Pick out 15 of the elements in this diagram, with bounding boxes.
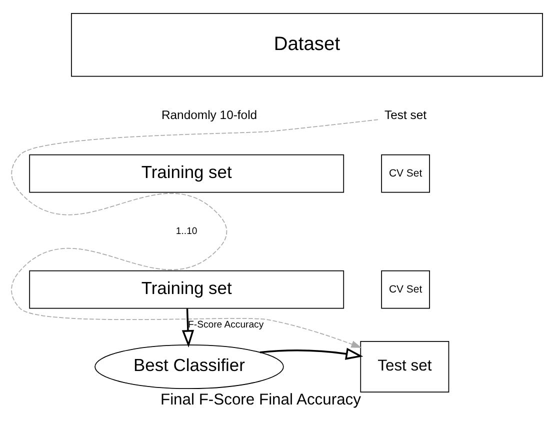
label: Randomly 10-fold [161, 107, 258, 122]
edge-label: F-Score Accuracy [188, 318, 264, 330]
node-text: Test set [384, 107, 427, 122]
node-ellipse: Best Classifier [94, 344, 284, 388]
label: 1..10 [176, 226, 198, 237]
node-box: Test set [360, 340, 450, 392]
node-box: CV Set [381, 270, 430, 308]
node-box: Training set [29, 270, 344, 308]
node-box: Training set [29, 154, 344, 192]
arrow [182, 308, 194, 347]
arrow [11, 118, 378, 348]
node-box: Dataset [71, 12, 543, 76]
arrow [260, 347, 364, 360]
node-label: Final F-Score Final Accuracy [160, 391, 362, 408]
node-box: CV Set [381, 154, 430, 192]
